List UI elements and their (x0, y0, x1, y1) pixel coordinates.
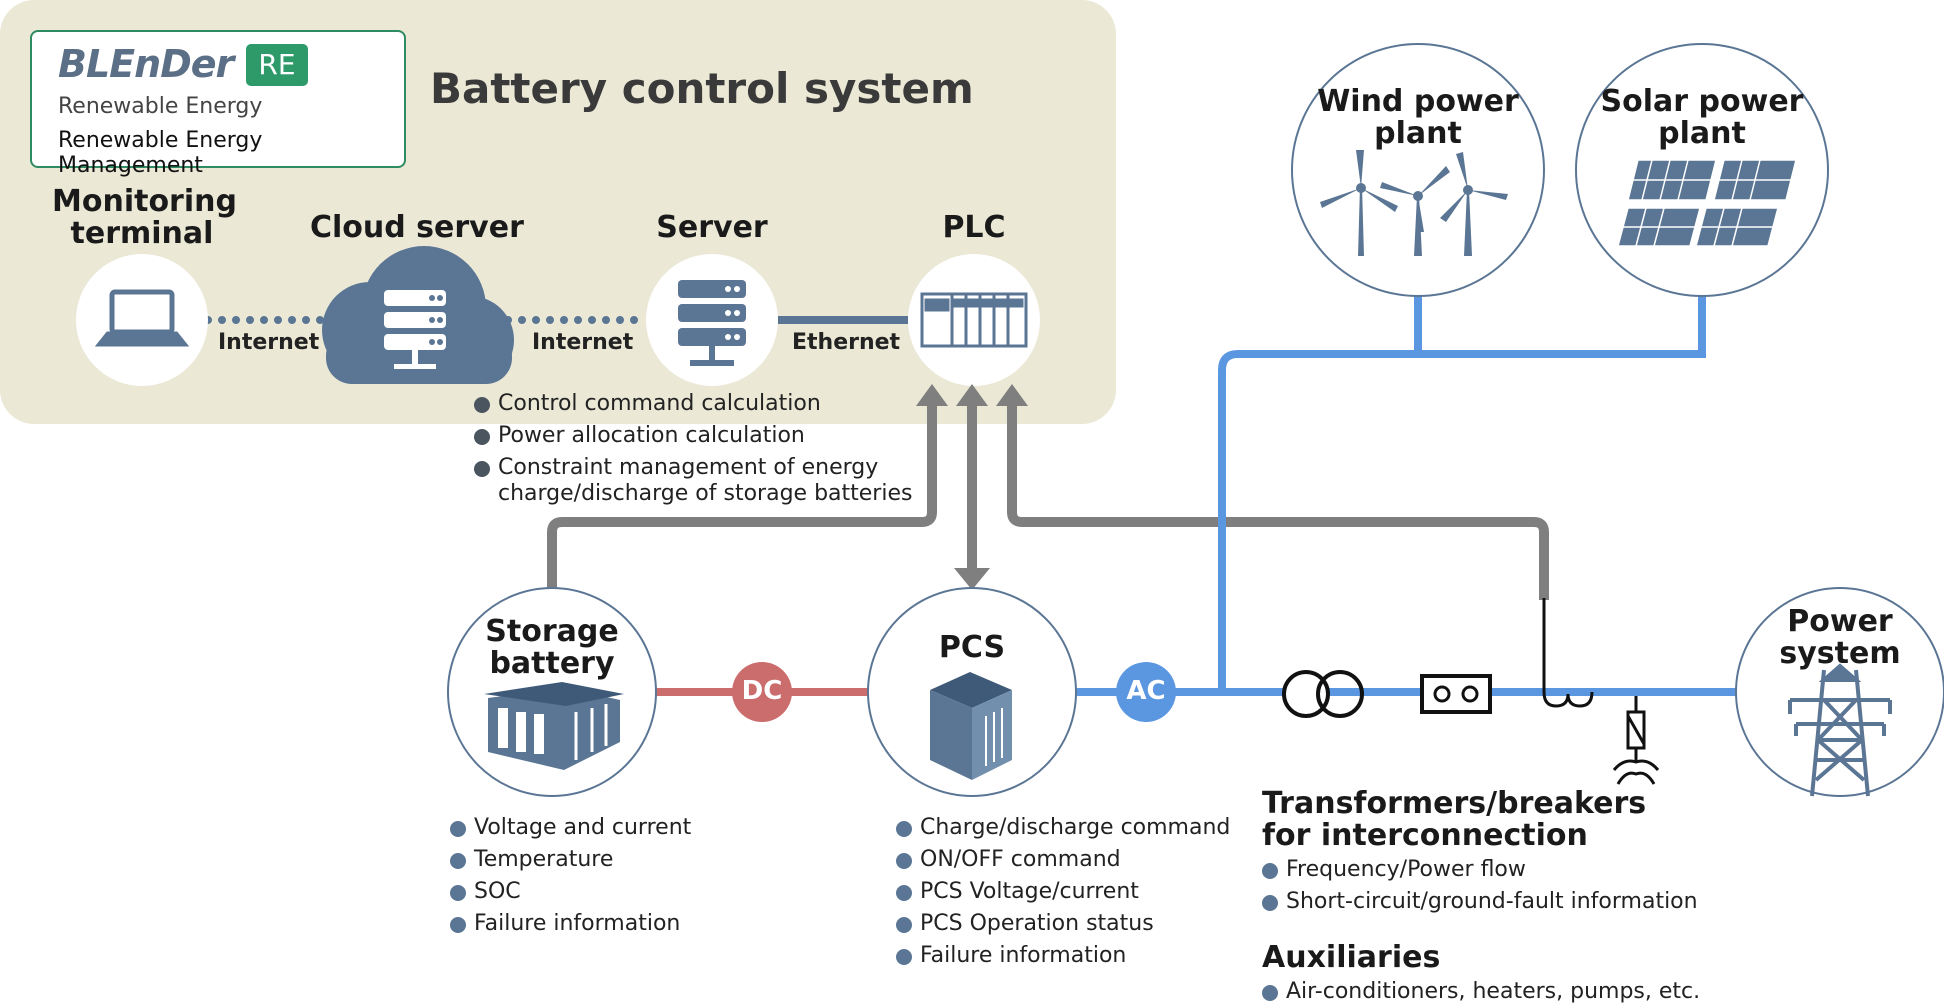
server-title: Server (656, 210, 768, 245)
title-line: Monitoring (52, 184, 237, 219)
dc-badge (732, 662, 792, 722)
transmission-tower-icon (1788, 663, 1892, 797)
list-item: Voltage and current (450, 812, 691, 844)
title-line: plant (1658, 116, 1746, 151)
title-line: Storage (485, 614, 619, 649)
transformer-icon (1282, 670, 1364, 718)
list-item: Power allocation calculation (474, 420, 878, 452)
page-title: Battery control system (430, 64, 974, 113)
list-item: ON/OFF command (896, 844, 1230, 876)
title-line: terminal (70, 216, 214, 251)
power-system-node (1735, 587, 1944, 797)
list-item: Control command calculation (474, 388, 878, 420)
laptop-icon (94, 289, 190, 347)
power-system-title: Power system (1760, 606, 1920, 670)
interconnection-info-list: Frequency/Power flow Short-circuit/groun… (1262, 854, 1698, 918)
ac-badge (1116, 662, 1176, 722)
auxiliaries-list: Air-conditioners, heaters, pumps, etc. (1262, 976, 1700, 1008)
plc-icon (920, 292, 1028, 348)
logo-badge: RE (246, 44, 308, 86)
pcs-cabinet-icon (930, 672, 1012, 780)
list-item: Frequency/Power flow (1262, 854, 1698, 886)
title-line: Wind power (1317, 84, 1519, 119)
logo-wordmark: BLEnDer (58, 42, 234, 86)
ethernet-label: Ethernet (792, 330, 901, 355)
storage-to-plc-line (547, 396, 937, 590)
dc-label: DC (741, 676, 783, 706)
logo-tagline: Renewable Energy Management (58, 128, 263, 178)
server-functions-continuation: charge/discharge of storage batteries (498, 481, 913, 506)
renewables-bus-line (1218, 296, 1706, 692)
solar-plant-title: Solar power plant (1582, 86, 1822, 150)
title-line: Power (1787, 604, 1893, 639)
solar-panel-icon (1617, 159, 1797, 247)
list-item: Constraint management of energy (474, 452, 878, 484)
auxiliaries-heading: Auxiliaries (1262, 940, 1441, 975)
wind-turbine-icon (1320, 150, 1508, 256)
title-line: plant (1374, 116, 1462, 151)
list-item: PCS Voltage/current (896, 876, 1230, 908)
internet-label-1: Internet (218, 330, 320, 355)
arrow-up-middle (956, 384, 988, 406)
logo-subtitle: Renewable Energy (58, 94, 263, 119)
server-rack-icon (678, 280, 746, 366)
heading-line: for interconnection (1262, 818, 1588, 853)
battery-container-icon (484, 682, 624, 770)
interconnection-heading: Transformers/breakers for interconnectio… (1262, 788, 1646, 852)
pcs-title: PCS (938, 630, 1006, 665)
wind-plant-node (1291, 43, 1545, 297)
interconnection-to-plc-line (1007, 396, 1549, 600)
breaker-icon (1420, 674, 1492, 714)
list-item: PCS Operation status (896, 908, 1230, 940)
arrester-icon (1612, 696, 1660, 785)
title-line: battery (489, 646, 615, 681)
arrow-up-right (996, 384, 1028, 406)
list-item: SOC (450, 876, 691, 908)
brand-logo: BLEnDer RE Renewable Energy Renewable En… (30, 30, 406, 178)
title-line: Solar power (1600, 84, 1804, 119)
list-item: Failure information (450, 908, 691, 940)
plc-node (908, 254, 1040, 386)
storage-battery-title: Storage battery (462, 616, 642, 680)
plc-title: PLC (942, 210, 1006, 245)
list-item: Short-circuit/ground-fault information (1262, 886, 1698, 918)
wind-plant-title: Wind power plant (1298, 86, 1538, 150)
server-functions-list: Control command calculation Power alloca… (474, 388, 878, 484)
monitoring-terminal-node (76, 254, 208, 386)
list-item: Temperature (450, 844, 691, 876)
cloud-server-title: Cloud server (310, 210, 524, 245)
sensor-hook-icon (1542, 598, 1594, 708)
list-item: Failure information (896, 940, 1230, 972)
arrow-down-pcs (954, 568, 990, 590)
title-line: system (1779, 636, 1901, 671)
storage-info-list: Voltage and current Temperature SOC Fail… (450, 812, 691, 940)
arrow-up-left (916, 384, 948, 406)
ac-label: AC (1126, 676, 1166, 706)
heading-line: Transformers/breakers (1262, 786, 1647, 821)
list-item: Charge/discharge command (896, 812, 1230, 844)
pcs-info-list: Charge/discharge command ON/OFF command … (896, 812, 1230, 972)
internet-label-2: Internet (532, 330, 634, 355)
list-item: Air-conditioners, heaters, pumps, etc. (1262, 976, 1700, 1008)
monitoring-terminal-title: Monitoring terminal (52, 184, 237, 251)
cloud-server-rack-icon (384, 290, 446, 369)
